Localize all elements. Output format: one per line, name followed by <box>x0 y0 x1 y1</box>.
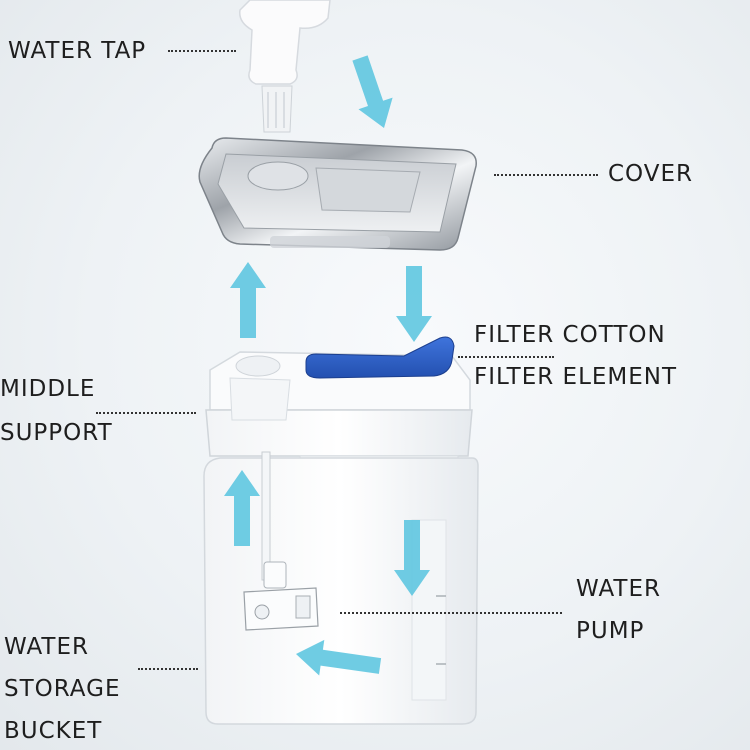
water-tap <box>239 0 331 133</box>
leader-water-tap <box>168 50 236 52</box>
leader-water-pump <box>340 612 562 614</box>
arrow-left-to-pump-left-arrow <box>296 639 382 676</box>
leader-bucket <box>138 668 198 670</box>
water-pump <box>243 451 319 631</box>
leader-filter <box>458 356 554 358</box>
leader-middle-support <box>96 412 196 414</box>
steel-cover <box>198 137 477 251</box>
arrow-down-right-down-arrow <box>394 520 430 596</box>
label-middle-support-line2: SUPPORT <box>0 420 113 446</box>
label-filter-element: FILTER ELEMENT <box>474 364 678 390</box>
label-bucket-line3: BUCKET <box>4 718 103 744</box>
label-filter-cotton: FILTER COTTON <box>474 322 666 348</box>
label-water-tap: WATER TAP <box>8 38 147 64</box>
flow-arrows <box>224 55 432 676</box>
label-water-pump-line1: WATER <box>576 576 661 602</box>
label-bucket-line1: WATER <box>4 634 89 660</box>
arrow-into-cover-down-arrow <box>352 55 393 128</box>
leader-cover <box>494 174 598 176</box>
label-bucket-line2: STORAGE <box>4 676 121 702</box>
arrow-up-pipe-up-arrow <box>224 470 260 546</box>
label-middle-support-line1: MIDDLE <box>0 376 96 402</box>
label-water-pump-line2: PUMP <box>576 618 645 644</box>
arrow-down-to-filter-down-arrow <box>396 266 432 342</box>
label-cover: COVER <box>608 161 694 187</box>
arrow-up-to-cover-up-arrow <box>230 262 266 338</box>
filter-cotton <box>305 336 455 379</box>
